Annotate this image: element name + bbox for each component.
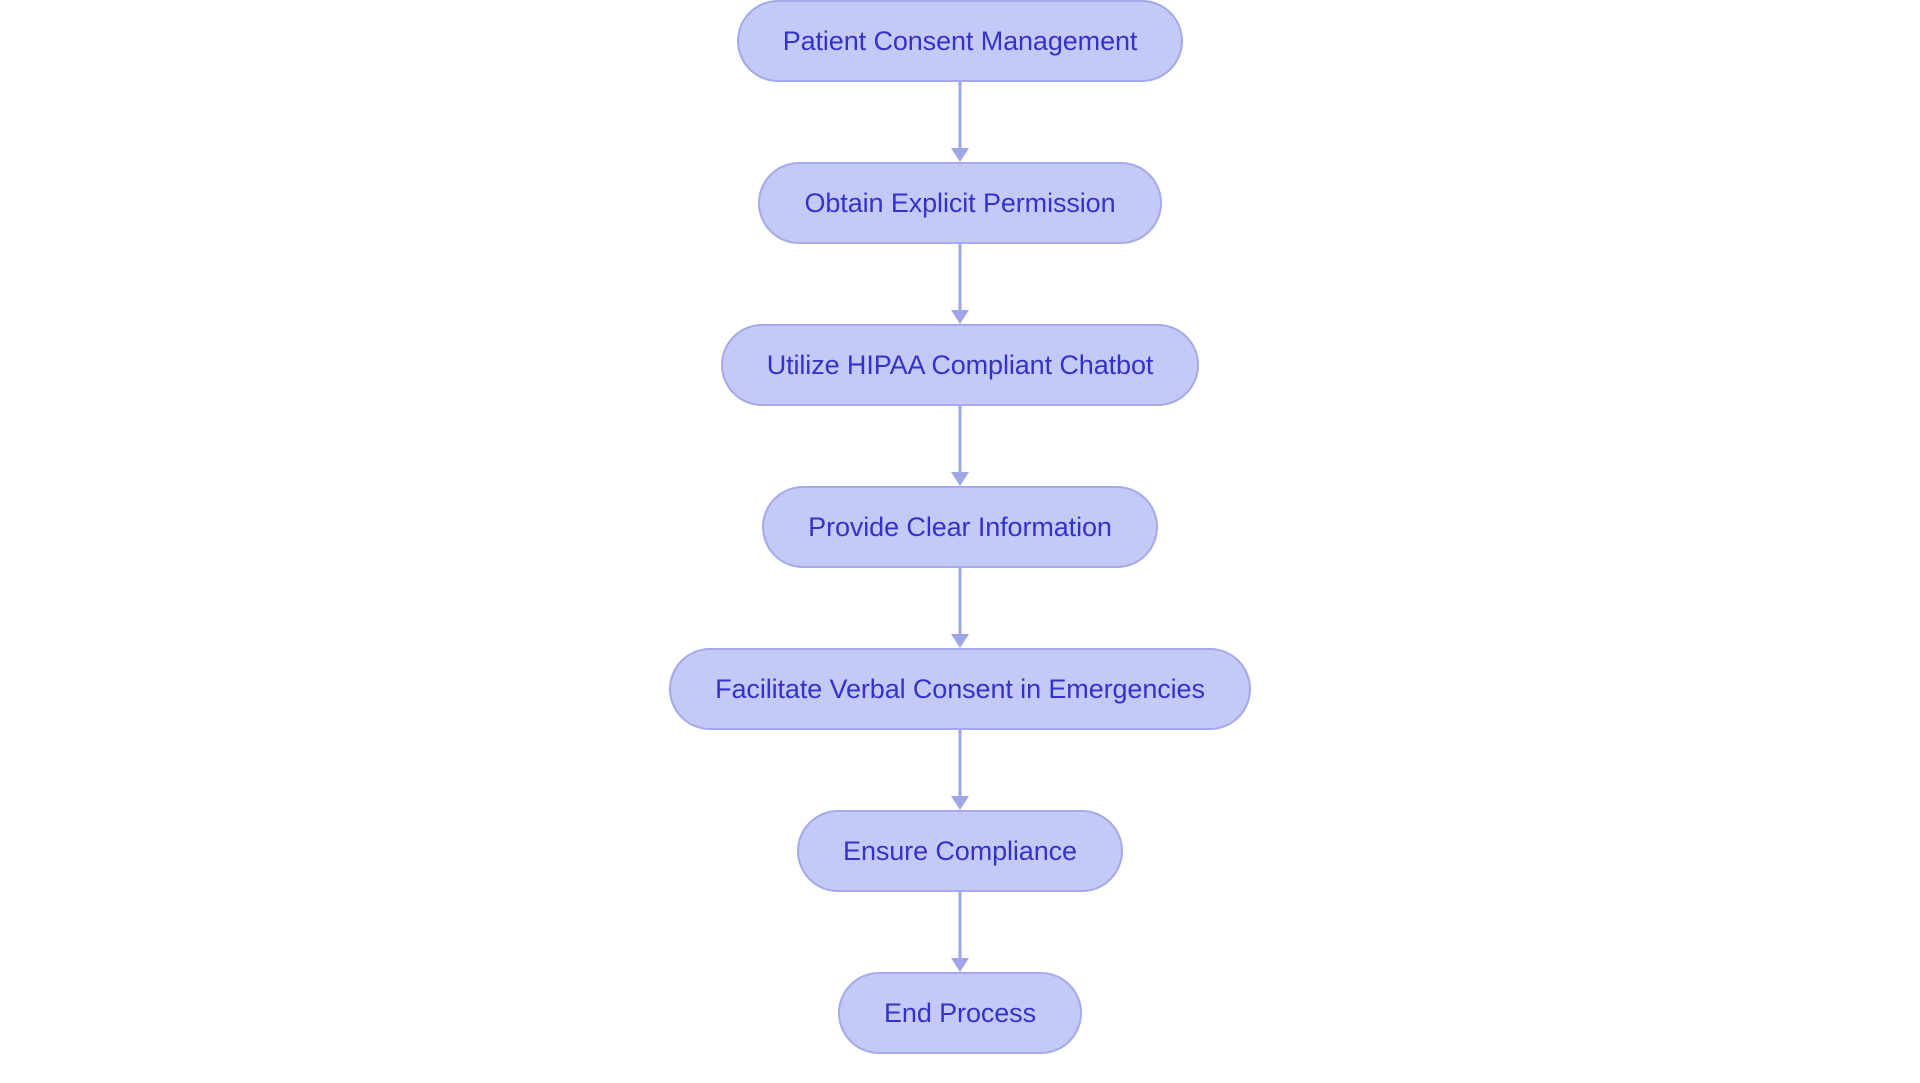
flow-node-label: Obtain Explicit Permission [804, 187, 1116, 218]
flow-arrow-2 [951, 244, 969, 324]
flow-node-utilize-hipaa-compliant-chatbot[interactable]: Utilize HIPAA Compliant Chatbot [720, 324, 1200, 406]
flow-node-patient-consent-management[interactable]: Patient Consent Management [736, 0, 1184, 82]
arrow-head-down-icon [951, 148, 969, 162]
arrow-head-down-icon [951, 472, 969, 486]
flow-node-obtain-explicit-permission[interactable]: Obtain Explicit Permission [758, 162, 1162, 244]
flow-node-ensure-compliance[interactable]: Ensure Compliance [797, 810, 1123, 892]
arrow-shaft [958, 244, 962, 312]
arrow-head-down-icon [951, 958, 969, 972]
arrow-shaft [958, 82, 962, 150]
arrow-head-down-icon [951, 310, 969, 324]
arrow-head-down-icon [951, 634, 969, 648]
flow-node-label: Ensure Compliance [843, 835, 1077, 866]
flow-node-label: Provide Clear Information [808, 511, 1112, 542]
flow-arrow-1 [951, 82, 969, 162]
flow-arrow-6 [951, 892, 969, 972]
flow-arrow-4 [951, 568, 969, 648]
flow-node-label: Utilize HIPAA Compliant Chatbot [766, 349, 1154, 380]
arrow-shaft [958, 568, 962, 636]
flow-arrow-5 [951, 730, 969, 810]
flow-node-label: Facilitate Verbal Consent in Emergencies [715, 673, 1205, 704]
flow-node-provide-clear-information[interactable]: Provide Clear Information [762, 486, 1158, 568]
flow-node-end-process[interactable]: End Process [838, 972, 1082, 1054]
flow-node-label: End Process [884, 997, 1036, 1028]
flow-node-label: Patient Consent Management [782, 25, 1138, 56]
arrow-shaft [958, 730, 962, 798]
flow-node-facilitate-verbal-consent-in-emergencies[interactable]: Facilitate Verbal Consent in Emergencies [669, 648, 1251, 730]
flow-arrow-3 [951, 406, 969, 486]
arrow-head-down-icon [951, 796, 969, 810]
arrow-shaft [958, 892, 962, 960]
arrow-shaft [958, 406, 962, 474]
